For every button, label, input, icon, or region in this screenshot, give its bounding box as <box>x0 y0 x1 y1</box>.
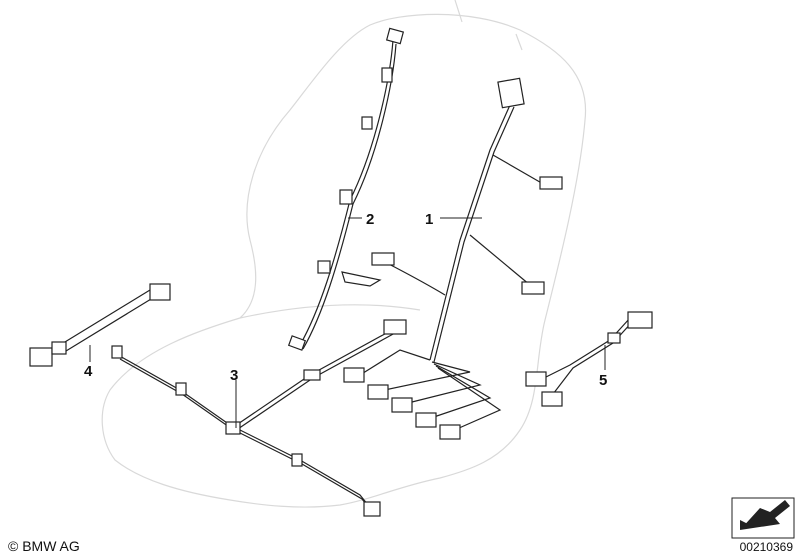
harness-4 <box>29 283 171 367</box>
callout-2: 2 <box>366 211 374 228</box>
seat-outline <box>101 0 587 508</box>
copyright-text: © BMW AG <box>8 538 80 554</box>
leader-lines <box>89 217 606 428</box>
callout-1: 1 <box>425 211 433 228</box>
harness-3 <box>111 319 407 517</box>
direction-arrow-icon <box>731 497 795 539</box>
harness-5 <box>525 311 653 407</box>
harness-1 <box>341 77 563 440</box>
harness-2 <box>287 27 405 351</box>
callout-4: 4 <box>84 363 93 380</box>
document-number: 00210369 <box>739 540 793 554</box>
callout-5: 5 <box>599 372 607 389</box>
callout-3: 3 <box>230 367 238 384</box>
